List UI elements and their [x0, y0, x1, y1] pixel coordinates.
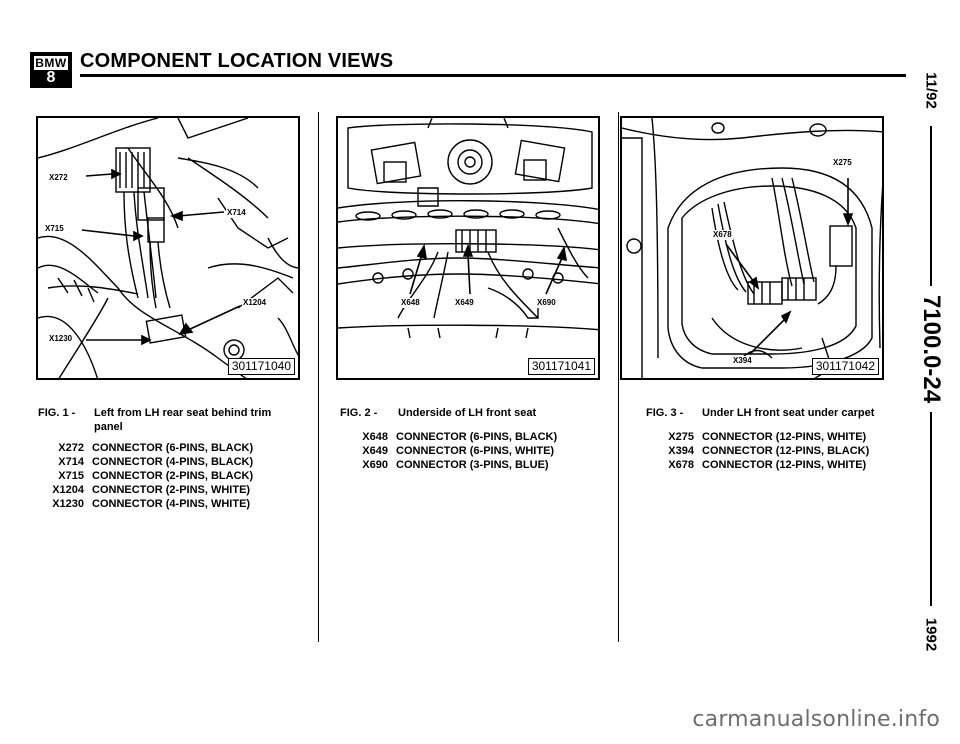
legend-desc: CONNECTOR (2-PINS, BLACK) — [92, 470, 254, 482]
legend-row: X272 CONNECTOR (6-PINS, BLACK) — [38, 441, 253, 455]
legend-code: X648 — [362, 431, 388, 443]
legend-code: X394 — [668, 445, 694, 457]
fig3-callout-x275: X275 — [832, 158, 853, 168]
fig1-callout-x1204: X1204 — [242, 298, 268, 308]
figure-1-illustration: X272 X714 X715 X1204 X1230 301171040 — [36, 116, 300, 380]
fig1-callout-x715: X715 — [44, 224, 65, 234]
legend-row: X690 CONNECTOR (3-PINS, BLUE) — [348, 458, 557, 472]
figure-3-title: Under LH front seat under carpet — [702, 407, 875, 419]
fig3-callout-x394: X394 — [732, 356, 753, 366]
legend-code: X715 — [58, 470, 84, 482]
site-watermark: carmanualsonline.info — [692, 707, 940, 732]
legend-row: X649 CONNECTOR (6-PINS, WHITE) — [348, 444, 557, 458]
legend-row: X714 CONNECTOR (4-PINS, BLACK) — [38, 455, 253, 469]
figure-1-photo-number: 301171040 — [227, 358, 295, 375]
fig1-callout-x714: X714 — [226, 208, 247, 218]
header-rule — [80, 74, 906, 77]
legend-code: X272 — [58, 442, 84, 454]
fig2-callout-x649: X649 — [454, 298, 475, 308]
figure-2-line-art — [338, 118, 598, 339]
bmw-8-logo: BMW 8 — [30, 52, 72, 88]
legend-desc: CONNECTOR (2-PINS, WHITE) — [92, 484, 251, 496]
legend-row: X1204 CONNECTOR (2-PINS, WHITE) — [38, 483, 253, 497]
legend-desc: CONNECTOR (12-PINS, BLACK) — [702, 445, 870, 457]
side-rule-2 — [930, 412, 932, 606]
side-rule-1 — [930, 126, 932, 286]
legend-desc: CONNECTOR (6-PINS, BLACK) — [396, 431, 558, 443]
fig1-callout-x272: X272 — [48, 173, 69, 183]
legend-code: X1230 — [52, 498, 84, 510]
legend-row: X678 CONNECTOR (12-PINS, WHITE) — [656, 458, 869, 472]
legend-code: X714 — [58, 456, 84, 468]
side-page-number: 7100.0-24 — [918, 294, 945, 404]
legend-desc: CONNECTOR (12-PINS, WHITE) — [702, 431, 867, 443]
fig2-callout-x648: X648 — [400, 298, 421, 308]
column-divider-2 — [618, 112, 619, 642]
fig2-callout-x690: X690 — [536, 298, 557, 308]
logo-series-text: 8 — [46, 69, 56, 86]
legend-row: X394 CONNECTOR (12-PINS, BLACK) — [656, 444, 869, 458]
figure-2-title: Underside of LH front seat — [398, 407, 537, 419]
legend-desc: CONNECTOR (4-PINS, WHITE) — [92, 498, 251, 510]
legend-row: X715 CONNECTOR (2-PINS, BLACK) — [38, 469, 253, 483]
figure-1-title: Left from LH rear seat behind trim panel — [94, 407, 272, 433]
figure-3-illustration: X275 X678 X394 301171042 — [620, 116, 884, 380]
legend-desc: CONNECTOR (4-PINS, BLACK) — [92, 456, 254, 468]
legend-row: X648 CONNECTOR (6-PINS, BLACK) — [348, 430, 557, 444]
side-date: 11/92 — [922, 72, 940, 109]
legend-desc: CONNECTOR (12-PINS, WHITE) — [702, 459, 867, 471]
figure-2-illustration: X648 X649 X690 301171041 — [336, 116, 600, 380]
legend-code: X678 — [668, 459, 694, 471]
figure-2-label: FIG. 2 - — [340, 407, 378, 419]
legend-row: X1230 CONNECTOR (4-PINS, WHITE) — [38, 497, 253, 511]
figure-1-label: FIG. 1 - — [38, 407, 76, 419]
page-title: COMPONENT LOCATION VIEWS — [80, 50, 394, 72]
legend-desc: CONNECTOR (6-PINS, WHITE) — [396, 445, 555, 457]
legend-desc: CONNECTOR (6-PINS, BLACK) — [92, 442, 254, 454]
legend-code: X275 — [668, 431, 694, 443]
figure-3-label: FIG. 3 - — [646, 407, 684, 419]
legend-desc: CONNECTOR (3-PINS, BLUE) — [396, 459, 549, 471]
figure-3-photo-number: 301171042 — [811, 358, 879, 375]
logo-brand-text: BMW — [34, 56, 68, 70]
side-year: 1992 — [922, 617, 940, 652]
legend-row: X275 CONNECTOR (12-PINS, WHITE) — [656, 430, 869, 444]
figure-2-photo-number: 301171041 — [527, 358, 595, 375]
column-divider-1 — [318, 112, 319, 642]
fig3-callout-x678: X678 — [712, 230, 733, 240]
fig1-callout-x1230: X1230 — [48, 334, 74, 344]
figure-3-line-art — [622, 118, 882, 378]
legend-code: X649 — [362, 445, 388, 457]
figure-1-line-art — [38, 118, 298, 378]
legend-code: X690 — [362, 459, 388, 471]
legend-code: X1204 — [52, 484, 84, 496]
